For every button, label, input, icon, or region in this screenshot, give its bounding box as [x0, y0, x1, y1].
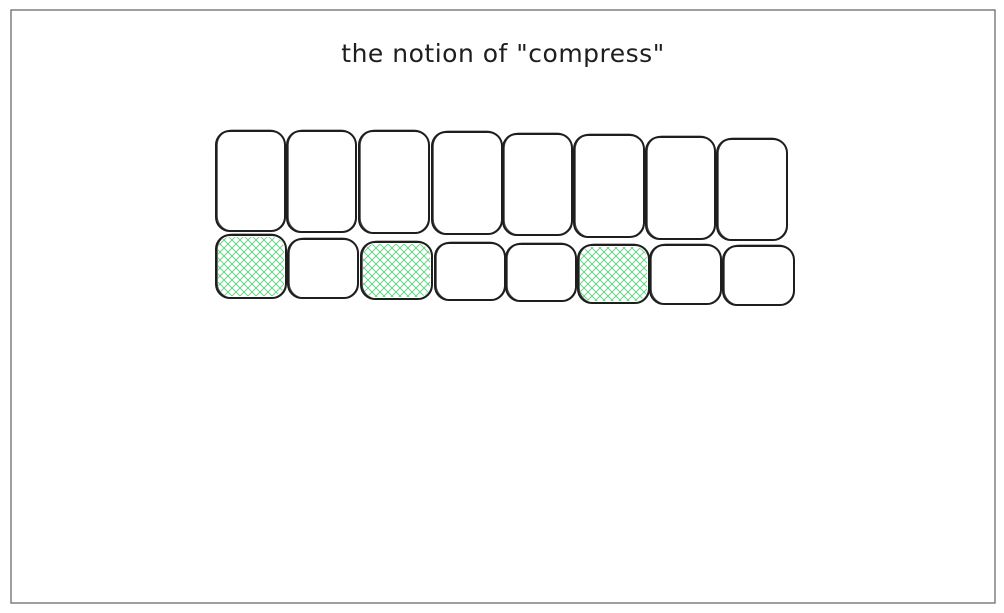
bottom-cell-3-hatch — [363, 244, 430, 297]
diagram-title: the notion of "compress" — [341, 39, 664, 68]
top-cell-6-outline — [573, 134, 645, 238]
bottom-cell-6-sketch-stroke — [578, 243, 650, 304]
top-cell-4-sketch-stroke — [432, 130, 503, 235]
bottom-cell-1-sketch-stroke — [216, 233, 287, 299]
bottom-cell-5-sketch-stroke — [506, 242, 577, 302]
bottom-cell-2-sketch-stroke — [288, 237, 359, 299]
top-row — [215, 129, 788, 241]
bottom-cell-6 — [577, 243, 650, 304]
bottom-cell-3-sketch-stroke — [361, 240, 433, 300]
top-cell-7 — [645, 135, 716, 240]
bottom-cell-7 — [649, 243, 722, 305]
top-cell-3 — [358, 129, 430, 234]
bottom-cell-7-sketch-stroke — [650, 243, 722, 305]
bottom-cell-2-outline — [287, 238, 359, 299]
top-cell-1-outline — [215, 130, 286, 232]
bottom-cell-4-sketch-stroke — [435, 241, 506, 301]
top-cell-4-outline — [431, 131, 503, 235]
top-cell-3-outline — [358, 130, 430, 234]
bottom-cell-7-outline — [649, 244, 722, 305]
top-cell-5-outline — [502, 133, 573, 236]
top-cell-1-sketch-stroke — [216, 129, 286, 232]
top-cell-5 — [502, 132, 573, 236]
bottom-cell-1 — [215, 233, 287, 299]
bottom-cell-8-outline — [722, 245, 795, 306]
top-cell-4 — [431, 130, 503, 235]
top-cell-5-sketch-stroke — [503, 132, 573, 236]
top-cell-7-outline — [645, 136, 716, 240]
top-cell-2 — [286, 129, 357, 233]
top-cell-6-sketch-stroke — [574, 133, 645, 238]
top-cell-2-sketch-stroke — [287, 129, 357, 233]
bottom-cell-3 — [360, 240, 433, 300]
top-cell-3-sketch-stroke — [359, 129, 430, 234]
bottom-cell-6-hatch — [580, 247, 647, 301]
top-cell-8-sketch-stroke — [717, 137, 788, 241]
top-cell-2-outline — [286, 130, 357, 233]
frame-border — [10, 9, 996, 604]
bottom-cell-4 — [434, 241, 506, 301]
bottom-cell-1-hatch — [218, 237, 284, 296]
bottom-row — [215, 233, 795, 306]
top-cell-1 — [215, 129, 286, 232]
top-cell-6 — [573, 133, 645, 238]
bottom-cell-2 — [287, 237, 359, 299]
bottom-cell-5 — [505, 242, 577, 302]
top-cell-8 — [716, 137, 788, 241]
bottom-cell-4-outline — [434, 242, 506, 301]
top-cell-7-sketch-stroke — [646, 135, 716, 240]
bottom-cell-8 — [722, 244, 795, 306]
top-cell-8-outline — [716, 138, 788, 241]
bottom-cell-8-sketch-stroke — [723, 244, 795, 306]
bottom-cell-5-outline — [505, 243, 577, 302]
